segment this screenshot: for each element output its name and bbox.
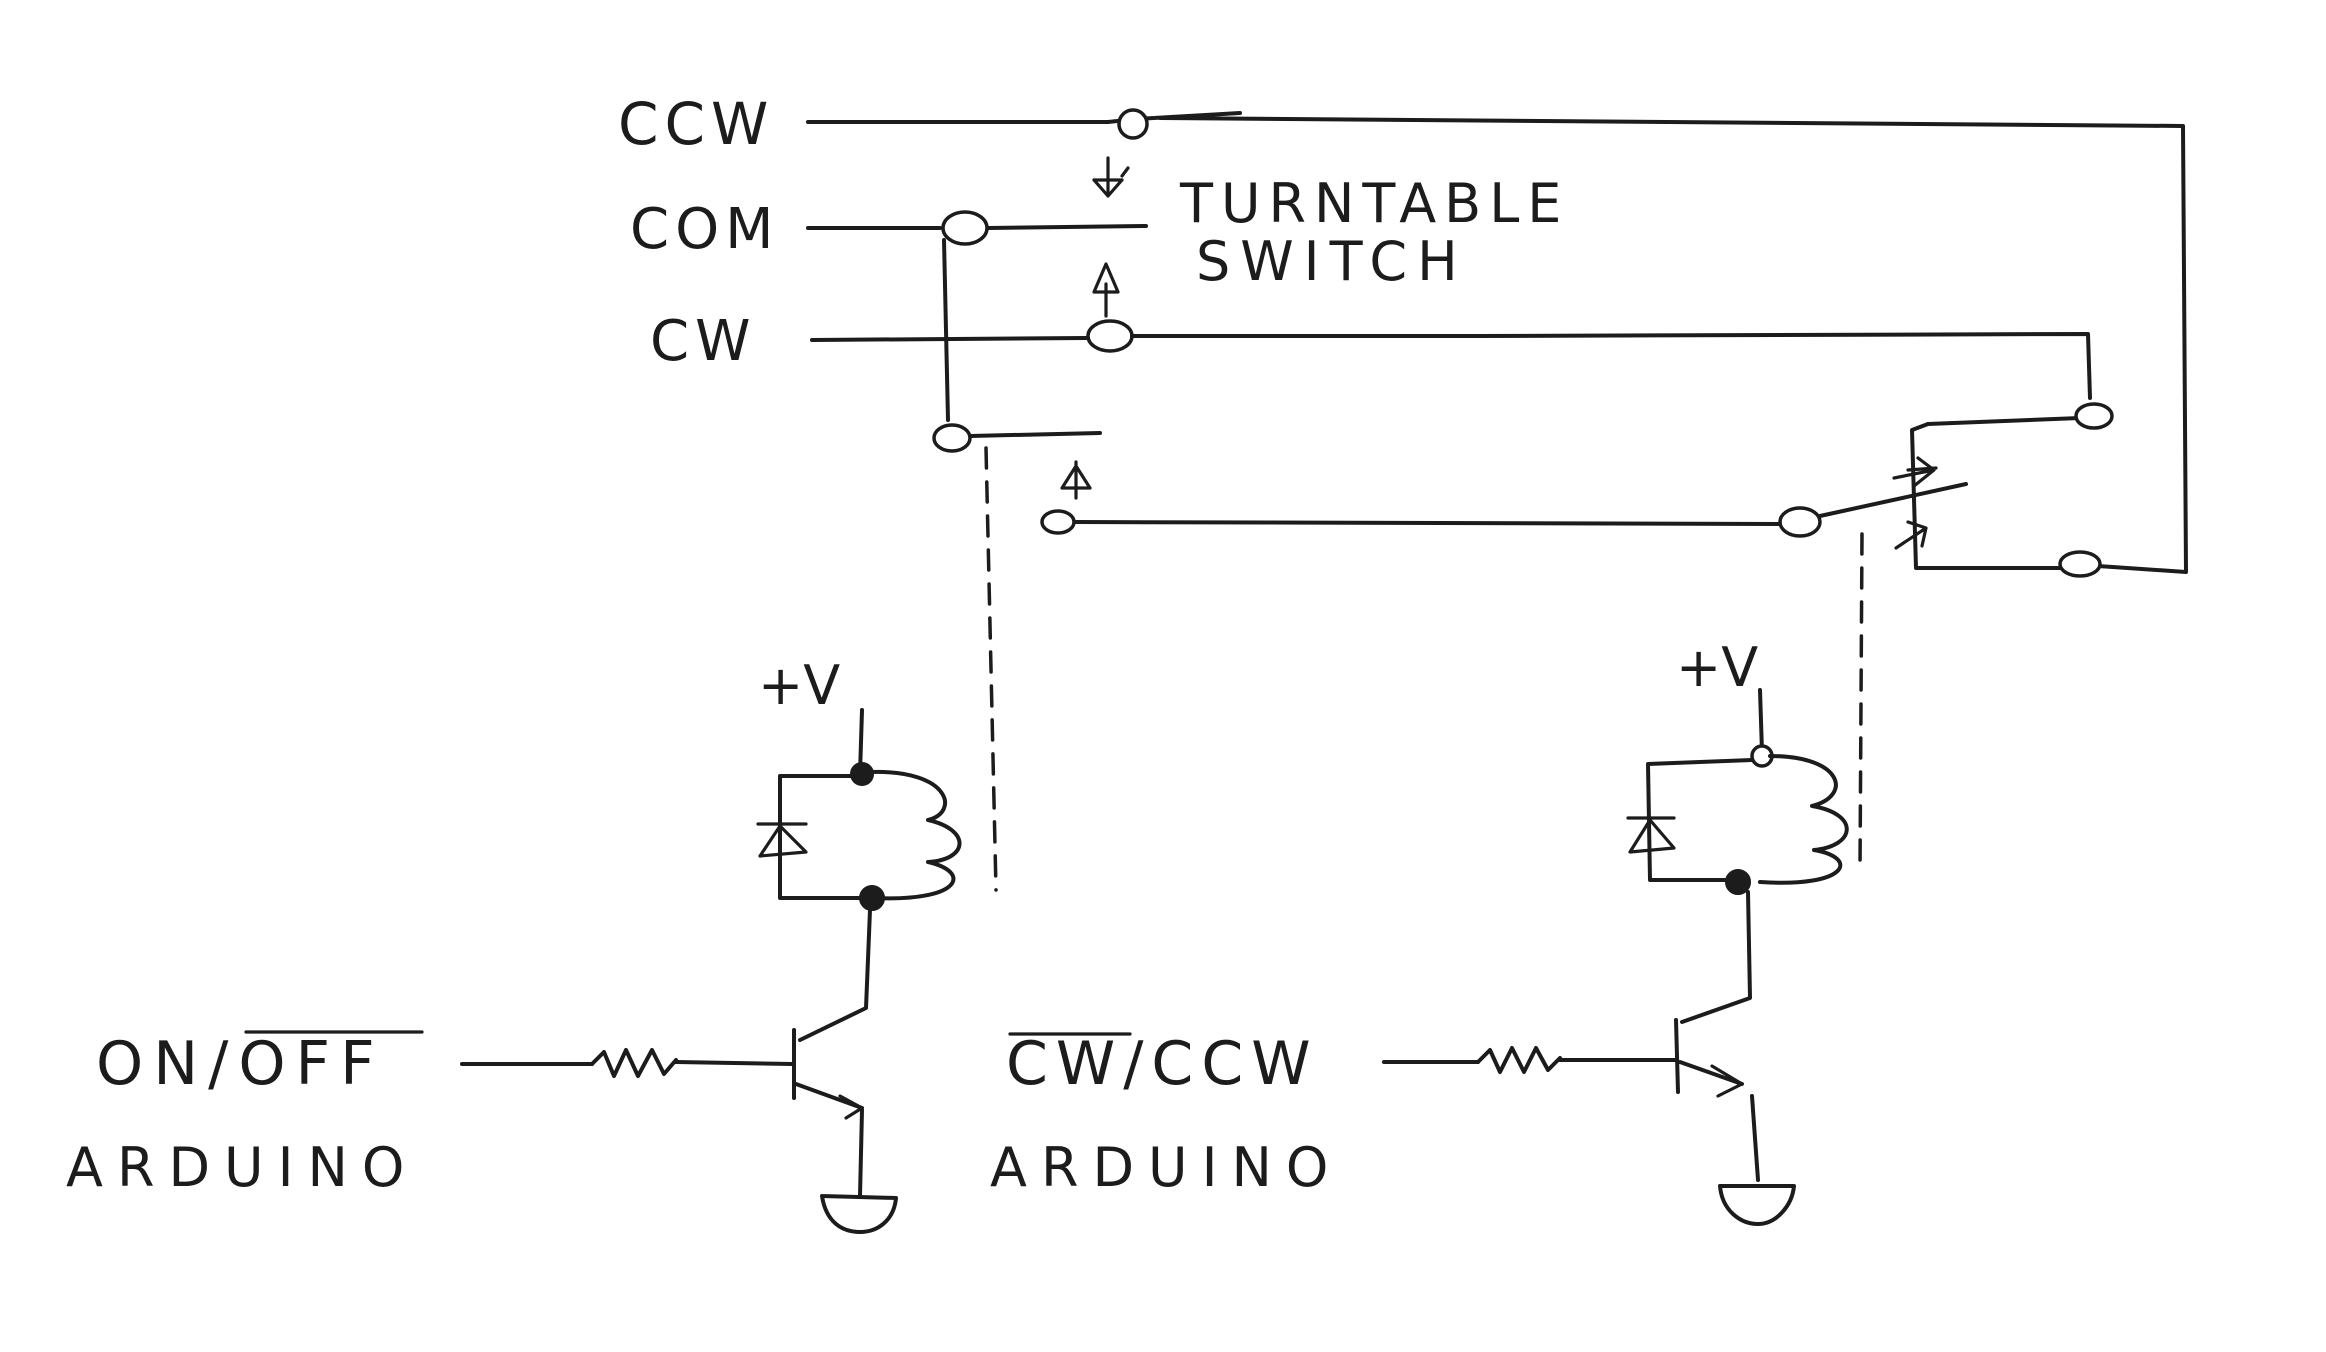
- left-collector-wire: [798, 908, 872, 1042]
- ccw-contact-arrow: [1092, 156, 1124, 198]
- left-diode-loop: [778, 774, 866, 900]
- switch-labels: CCW COM CW TURNTABLE SWITCH: [618, 90, 1569, 374]
- left-coil-bottom-node: [859, 885, 885, 911]
- direction-driver: +V CW/CCW ARDUINO: [990, 636, 1849, 1226]
- left-base-resistor: [590, 1048, 678, 1078]
- ccw-label: CCW: [618, 90, 774, 158]
- direction-relay-frame: [1910, 422, 2076, 570]
- direction-relay-common-terminal: [1778, 506, 1822, 538]
- direction-relay-blade: [1818, 482, 1968, 518]
- right-emitter-arrow: [1710, 1064, 1744, 1098]
- turntable-label: TURNTABLE: [1179, 172, 1569, 235]
- onoff-relay-arrow: [1060, 460, 1092, 500]
- left-source-label: ARDUINO: [66, 1136, 418, 1199]
- left-base-wire-out: [674, 1060, 794, 1066]
- left-coil-top-node: [850, 762, 874, 786]
- right-relay-coil: [1758, 754, 1849, 885]
- direction-relay-ccw-terminal: [2058, 550, 2102, 578]
- right-transistor-base: [1674, 1018, 1680, 1094]
- left-flyback-diode: [756, 822, 808, 858]
- left-emitter-arrow: [838, 1094, 864, 1120]
- com-drop-wire: [942, 238, 950, 422]
- ccw-return-wire: [1158, 116, 2188, 574]
- ccw-terminal: [1117, 108, 1149, 140]
- com-terminal: [941, 210, 989, 246]
- right-ground-symbol: [1718, 1184, 1796, 1226]
- cw-wire: [810, 336, 1088, 342]
- cw-terminal: [1086, 319, 1134, 353]
- right-collector-wire: [1680, 890, 1752, 1024]
- switch-label: SWITCH: [1196, 230, 1468, 293]
- turntable-switch-wiring: [806, 108, 2188, 578]
- right-source-label: ARDUINO: [990, 1136, 1342, 1199]
- onoff-relay-linkage: [984, 446, 998, 892]
- right-ground-wire: [1750, 1094, 1760, 1182]
- right-diode-loop: [1646, 758, 1754, 882]
- onoff-driver: +V ON/OFF ARDUINO: [66, 654, 962, 1234]
- right-flyback-diode: [1626, 816, 1676, 854]
- right-coil-bottom-node: [1725, 869, 1751, 895]
- cw-return-wire: [1130, 332, 2092, 400]
- onoff-relay-blade: [968, 431, 1102, 438]
- com-blade-wire: [986, 224, 1148, 230]
- right-supply-wire: [1758, 688, 1764, 754]
- direction-relay-linkage: [1858, 532, 1864, 872]
- left-relay-coil: [870, 769, 962, 901]
- onoff-relay-no-terminal: [1040, 509, 1076, 535]
- left-transistor-emitter: [794, 1082, 864, 1110]
- cw-label: CW: [650, 309, 756, 374]
- right-input-label: CW/CCW: [1006, 1029, 1319, 1099]
- direction-relay-upper-arrow: [1892, 456, 1938, 488]
- left-input-label: ON/OFF: [96, 1029, 385, 1099]
- onoff-to-direction-wire: [1074, 520, 1782, 526]
- right-supply-label: +V: [1676, 636, 1758, 699]
- direction-relay-lower-arrow: [1894, 520, 1928, 550]
- left-ground-symbol: [820, 1194, 898, 1234]
- left-ground-wire: [858, 1108, 864, 1198]
- right-base-resistor: [1476, 1046, 1562, 1074]
- cw-contact-arrow: [1092, 262, 1120, 318]
- onoff-relay-common-terminal: [932, 423, 972, 453]
- right-transistor-emitter: [1678, 1060, 1744, 1086]
- com-label: COM: [630, 197, 780, 262]
- left-supply-label: +V: [758, 654, 840, 717]
- direction-relay-cw-terminal: [2074, 402, 2114, 430]
